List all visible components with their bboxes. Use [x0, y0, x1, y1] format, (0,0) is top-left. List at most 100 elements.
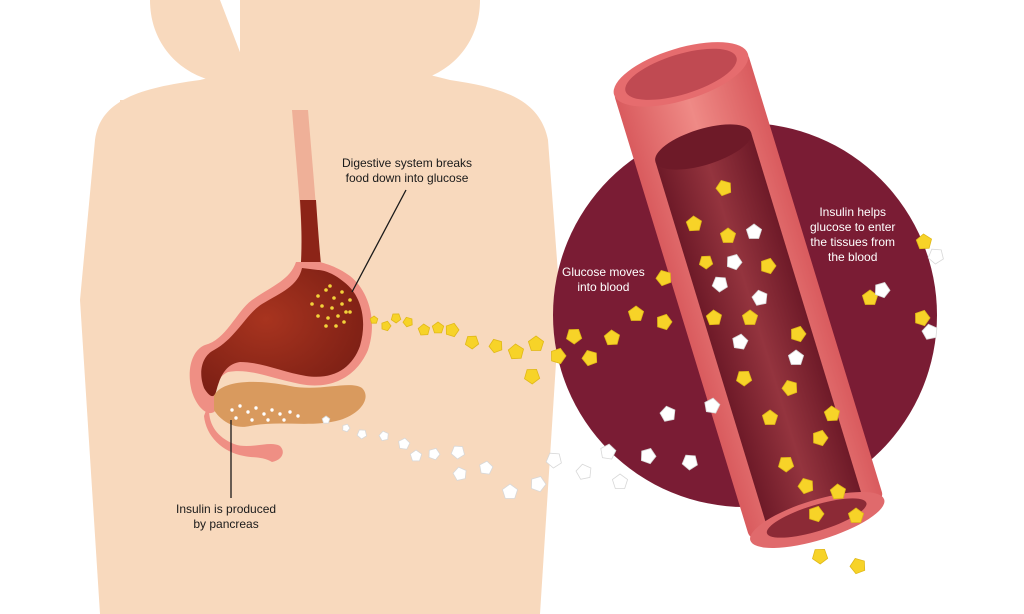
glucose-molecule-icon [829, 483, 846, 500]
insulin-dot [234, 416, 238, 420]
insulin-molecules [321, 223, 944, 499]
glucose-molecule-icon [581, 350, 598, 367]
glucose-molecule-icon [705, 309, 722, 326]
glucose-molecule-icon [381, 320, 392, 332]
insulin-molecule-icon [751, 289, 768, 306]
glucose-molecule-icon [431, 321, 445, 334]
digestive-leader-line [351, 189, 407, 293]
glucose-molecule-icon [915, 309, 931, 327]
insulin-molecule-icon [787, 349, 805, 365]
glucose-molecule-icon [797, 478, 814, 495]
glucose-dot [344, 310, 348, 314]
glucose-dot [340, 290, 344, 294]
glucose-molecule-icon [823, 405, 840, 422]
insulin-molecule-icon [726, 254, 743, 271]
insulin-molecule-icon [640, 448, 657, 465]
insulin-dot [288, 410, 292, 414]
digestive-label: Digestive system breaks food down into g… [342, 156, 472, 186]
glucose-molecule-icon [402, 316, 413, 328]
insulin-dot [250, 418, 254, 422]
glucose-molecule-icon [603, 329, 620, 346]
esophagus-lower [300, 200, 322, 281]
insulin-dot [230, 408, 234, 412]
glucose-moves-label: Glucose moves into blood [562, 265, 645, 295]
insulin-dot [238, 404, 242, 408]
glucose-moves-label-line2: into blood [577, 280, 630, 294]
vessel-lumen [655, 132, 866, 535]
pancreas [214, 381, 366, 427]
insulin-molecule-icon [452, 466, 467, 481]
glucose-molecule-icon [813, 429, 829, 447]
glucose-dot [316, 294, 320, 298]
insulin-molecule-icon [450, 445, 465, 460]
insulin-dot [266, 418, 270, 422]
glucose-dots-in-stomach [310, 284, 352, 328]
glucose-molecule-icon [791, 325, 807, 343]
vessel-cut-end [655, 124, 752, 170]
glucose-dot [316, 314, 320, 318]
insulin-dot [262, 412, 266, 416]
glucose-molecule-icon [657, 313, 673, 331]
insulin-produced-label-line1: Insulin is produced [176, 502, 277, 516]
glucose-molecule-icon [369, 315, 379, 324]
digestive-label-line2: food down into glucose [345, 171, 469, 185]
glucose-molecule-icon [417, 323, 431, 336]
insulin-molecule-icon [874, 282, 891, 299]
insulin-molecule-icon [321, 415, 331, 424]
insulin-molecule-icon [711, 276, 728, 293]
glucose-molecule-icon [524, 368, 541, 385]
glucose-dot [324, 288, 328, 292]
glucose-molecule-icon [847, 507, 865, 523]
insulin-molecule-icon [659, 405, 676, 422]
glucose-molecule-icon [736, 370, 753, 387]
insulin-dot [254, 406, 258, 410]
glucose-dot [342, 320, 346, 324]
glucose-molecule-icon [761, 409, 779, 425]
glucose-molecule-icon [488, 338, 503, 354]
glucose-dot [334, 324, 338, 328]
insulin-molecule-icon [342, 423, 351, 433]
glucose-dot [320, 304, 324, 308]
stomach [201, 268, 364, 397]
insulin-dots-in-pancreas [230, 404, 300, 422]
insulin-helps-label-line1: Insulin helps [819, 205, 887, 219]
glucose-molecule-icon [655, 270, 672, 287]
glucose-molecule-icon [464, 335, 480, 350]
glucose-molecule-icon [698, 255, 714, 270]
vessel-top-inner [625, 48, 737, 100]
glucose-dot [330, 306, 334, 310]
glucose-molecule-icon [778, 456, 795, 473]
glucose-molecule-icon [390, 313, 402, 324]
insulin-molecule-icon [745, 223, 763, 239]
insulin-molecule-icon [398, 437, 411, 450]
insulin-helps-label-line4: the blood [828, 250, 878, 264]
glucose-dot [324, 324, 328, 328]
glucose-dot [348, 298, 352, 302]
insulin-molecule-icon [611, 473, 629, 489]
glucose-molecules [369, 180, 932, 575]
insulin-molecule-icon [378, 430, 389, 442]
insulin-helps-label-line3: the tissues from [810, 235, 896, 249]
glucose-molecule-icon [715, 180, 732, 197]
glucose-dot [348, 310, 352, 314]
glucose-molecule-icon [781, 380, 798, 397]
insulin-molecule-icon [732, 333, 749, 350]
insulin-dot [296, 414, 300, 418]
glucose-molecule-icon [719, 227, 737, 243]
glucose-dot [336, 314, 340, 318]
glucose-molecule-icon [685, 215, 702, 232]
glucose-molecule-icon [551, 347, 567, 365]
glucose-molecule-icon [507, 343, 524, 360]
insulin-molecule-icon [501, 483, 519, 499]
insulin-molecule-icon [927, 248, 944, 265]
insulin-dot [270, 408, 274, 412]
glucose-molecule-icon [445, 322, 460, 338]
glucose-dot [310, 302, 314, 306]
insulin-dot [246, 410, 250, 414]
digestive-label-line1: Digestive system breaks [342, 156, 473, 170]
insulin-molecule-icon [530, 476, 547, 493]
insulin-molecule-icon [428, 447, 441, 461]
insulin-molecule-icon [409, 449, 423, 462]
